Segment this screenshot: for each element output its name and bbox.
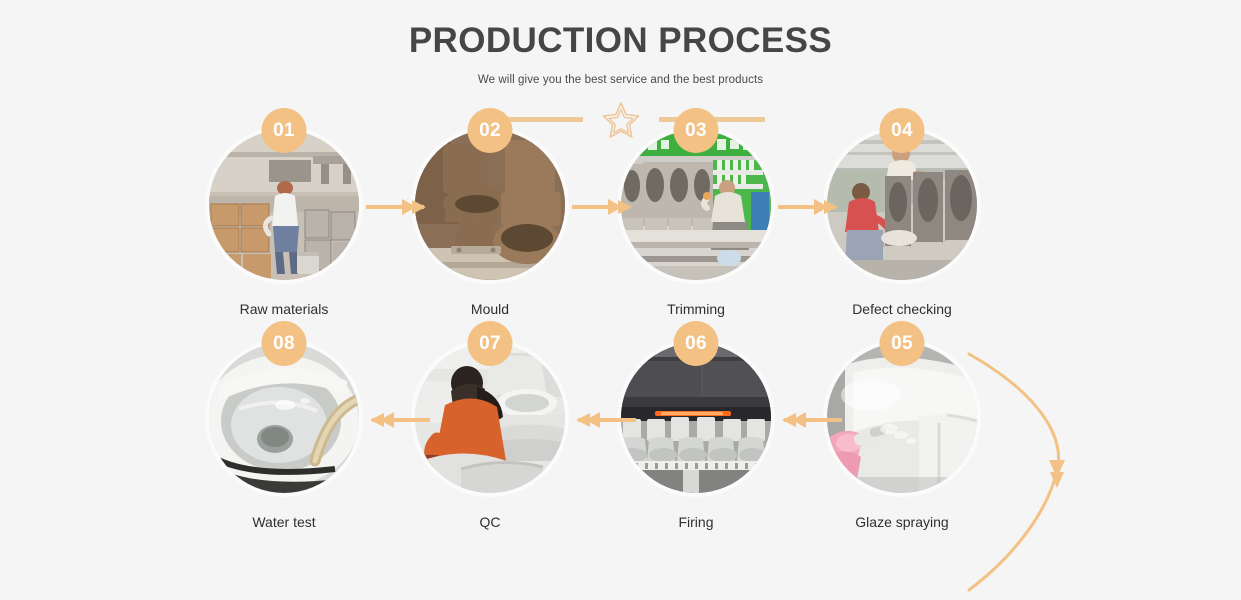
step-label-qc: QC — [479, 514, 501, 530]
step-label-water-test: Water test — [252, 514, 316, 530]
arrow-03-to-04 — [778, 196, 842, 218]
page-subtitle: We will give you the best service and th… — [477, 73, 764, 86]
step-label-firing: Firing — [678, 514, 714, 530]
step-badge-08: 08 — [261, 321, 307, 366]
arrow-07-to-08 — [366, 409, 430, 431]
step-label-trimming: Trimming — [667, 301, 725, 317]
process-step-06[interactable]: 06 Firing — [621, 321, 771, 530]
process-step-04[interactable]: 04 Defect checking — [827, 108, 977, 317]
page-title: PRODUCTION PROCESS — [408, 21, 833, 60]
step-badge-01: 01 — [261, 108, 307, 153]
step-badge-06: 06 — [673, 321, 719, 366]
step-photo-mould — [415, 130, 565, 280]
step-badge-07: 07 — [467, 321, 513, 366]
step-label-raw-materials: Raw materials — [239, 301, 329, 317]
arrow-01-to-02 — [366, 196, 430, 218]
process-step-05[interactable]: 05 Glaze spraying — [827, 321, 977, 530]
step-badge-04: 04 — [879, 108, 925, 153]
process-step-03[interactable]: 03 Trimming — [621, 108, 771, 317]
step-badge-02: 02 — [467, 108, 513, 153]
process-step-07[interactable]: 07 QC — [415, 321, 565, 530]
process-row-1: 01 Raw materials — [0, 108, 1241, 345]
step-badge-05: 05 — [879, 321, 925, 366]
arrow-04-to-05 — [965, 348, 1085, 598]
process-step-08[interactable]: 08 Water test — [209, 321, 359, 530]
process-step-02[interactable]: 02 Mould — [415, 108, 565, 317]
star-outline-icon — [600, 99, 642, 141]
step-label-mould: Mould — [470, 301, 510, 317]
process-step-01[interactable]: 01 Raw materials — [209, 108, 359, 317]
step-label-glaze-spraying: Glaze spraying — [855, 514, 949, 530]
step-label-defect-checking: Defect checking — [852, 301, 952, 317]
arrow-05-to-06 — [778, 409, 842, 431]
step-photo-trimming — [621, 130, 771, 280]
step-badge-03: 03 — [673, 108, 719, 153]
process-diagram: 01 Raw materials — [0, 108, 1241, 592]
page-header: PRODUCTION PROCESS We will give you the … — [0, 0, 1241, 141]
divider-line-left — [476, 117, 583, 122]
arrow-06-to-07 — [572, 409, 636, 431]
arrow-02-to-03 — [572, 196, 636, 218]
process-row-2: 08 Water test — [0, 321, 1241, 558]
step-photo-water-test — [209, 343, 359, 493]
